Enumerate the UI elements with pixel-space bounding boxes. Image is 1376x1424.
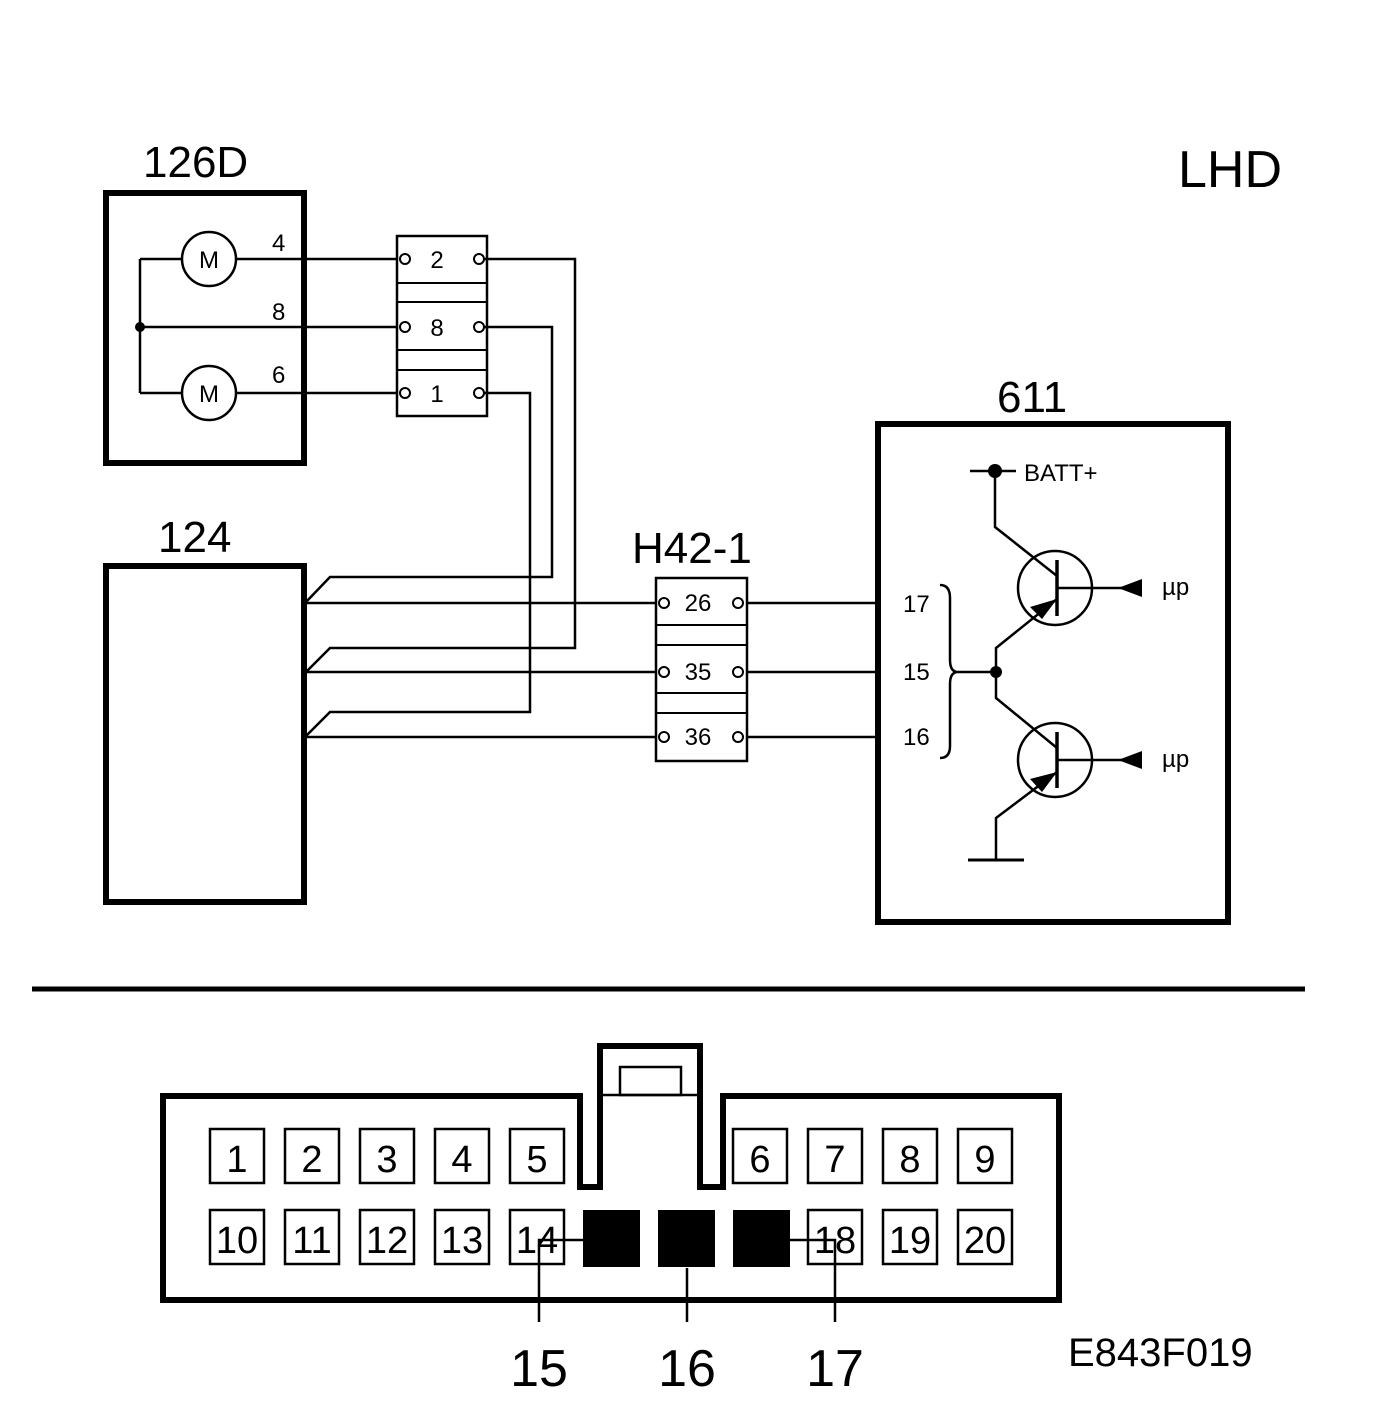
connector-cavity — [731, 1127, 789, 1185]
control-unit-pin: 15 — [903, 659, 930, 686]
control-unit-box — [875, 421, 1231, 925]
connector-h42-label: H42-1 — [632, 524, 752, 573]
module-124-box — [103, 563, 307, 905]
cavity-number: 2 — [301, 1139, 322, 1181]
orientation-label: LHD — [1178, 141, 1282, 199]
connector-cavity — [358, 1127, 416, 1185]
connector-cavity — [956, 1208, 1014, 1266]
motor-pin-label: 8 — [272, 299, 285, 326]
used-terminal-16 — [658, 1210, 715, 1267]
connector-a: 2 8 1 — [395, 234, 489, 418]
callout-line-15 — [537, 1238, 583, 1322]
motor-unit-label: 126D — [143, 138, 248, 187]
cavity-number: 7 — [824, 1139, 845, 1181]
cavity-number: 20 — [964, 1220, 1006, 1262]
connector-a-pin: 8 — [430, 315, 443, 342]
connector-latch — [618, 1065, 683, 1097]
used-terminal-17 — [733, 1210, 790, 1267]
connector-face-outline — [160, 1043, 1062, 1303]
callout-label: 16 — [658, 1340, 716, 1398]
connector-cavity — [881, 1127, 939, 1185]
motor-pin-label: 6 — [272, 362, 285, 389]
wire-pin1 — [305, 391, 532, 737]
connector-cavity — [433, 1127, 491, 1185]
cavity-number: 19 — [889, 1220, 931, 1262]
used-terminal-15 — [583, 1210, 640, 1267]
control-unit-pin: 16 — [903, 724, 930, 751]
cavity-number: 12 — [366, 1220, 408, 1262]
connector-cavity — [358, 1208, 416, 1266]
motor-symbol-lower: M — [180, 364, 238, 422]
pin-brace — [939, 583, 959, 760]
transistor-upper-icon — [993, 471, 1142, 672]
figure-code: E843F019 — [1068, 1331, 1253, 1375]
h42-pin: 36 — [685, 724, 712, 751]
wire-pin8 — [305, 325, 554, 603]
connector-cavity — [508, 1208, 566, 1266]
cavity-number: 4 — [451, 1139, 472, 1181]
micro-input-label: µp — [1162, 574, 1189, 601]
cavity-number: 11 — [292, 1220, 331, 1262]
h42-pin: 35 — [685, 659, 712, 686]
motor-symbol-upper: M — [180, 230, 238, 288]
connector-cavity — [956, 1127, 1014, 1185]
cavity-number: 5 — [526, 1139, 547, 1181]
connector-a-pin: 2 — [430, 247, 443, 274]
cavity-number: 1 — [226, 1139, 247, 1181]
supply-label: BATT+ — [1024, 460, 1098, 487]
module-124-label: 124 — [158, 513, 231, 562]
connector-cavity — [433, 1208, 491, 1266]
connector-cavity — [881, 1208, 939, 1266]
motor-label: M — [199, 247, 219, 274]
callout-label: 15 — [510, 1340, 568, 1398]
callout-line-17 — [790, 1238, 837, 1322]
motor-label: M — [199, 381, 219, 408]
connector-h42: 26 35 36 — [654, 576, 749, 763]
control-unit-pin: 17 — [903, 591, 930, 618]
motor-pin-label: 4 — [272, 230, 285, 257]
connector-cavity — [806, 1127, 864, 1185]
control-unit-label: 611 — [997, 373, 1067, 422]
h42-pin: 26 — [685, 590, 712, 617]
cavity-number: 8 — [899, 1139, 920, 1181]
transistor-lower-icon — [994, 672, 1142, 860]
cavity-number: 3 — [376, 1139, 397, 1181]
cavity-number: 6 — [749, 1139, 770, 1181]
micro-input-label: µp — [1162, 746, 1189, 773]
cavity-number: 9 — [974, 1139, 995, 1181]
connector-cavity — [283, 1127, 341, 1185]
wire-pin2 — [305, 257, 577, 673]
connector-cavity — [508, 1127, 566, 1185]
junction-dot — [135, 322, 145, 332]
connector-cavity — [208, 1208, 266, 1266]
cavity-number: 13 — [441, 1220, 483, 1262]
cavity-number: 10 — [216, 1220, 258, 1262]
callout-label: 17 — [806, 1340, 864, 1398]
connector-a-pin: 1 — [430, 381, 443, 408]
connector-cavity — [283, 1208, 341, 1266]
connector-cavity — [208, 1127, 266, 1185]
